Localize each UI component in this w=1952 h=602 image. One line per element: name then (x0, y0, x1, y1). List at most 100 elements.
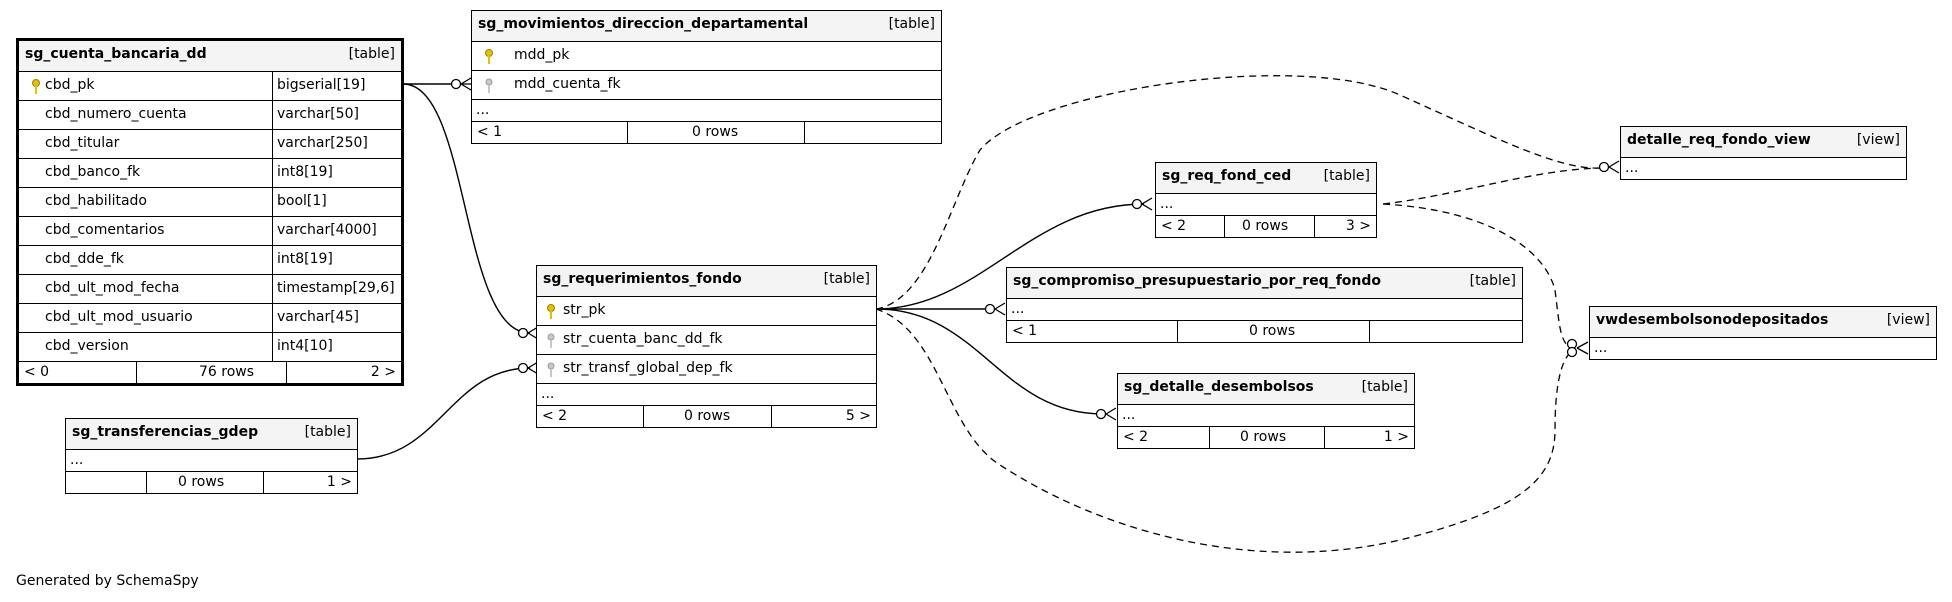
column-row[interactable]: str_transf_global_dep_fk (537, 354, 876, 383)
edge-requerimientos-detalle (875, 308, 1104, 415)
edge-marker (984, 303, 996, 315)
row-count: 0 rows (1240, 429, 1287, 445)
column-name: cbd_habilitado (45, 193, 147, 209)
column-type: varchar[4000] (277, 222, 377, 238)
column-row[interactable]: str_cuenta_banc_dd_fk (537, 325, 876, 354)
parents-count[interactable]: < 1 (1012, 323, 1038, 339)
table-sg-req-fond-ced[interactable]: sg_req_fond_ced[table] ... < 2 0 rows 3 … (1155, 162, 1377, 238)
more-columns[interactable]: ... (1156, 193, 1376, 215)
column-type: bigserial[19] (277, 77, 366, 93)
table-footer: < 0 76 rows 2 > (19, 361, 401, 383)
column-row[interactable]: cbd_pk bigserial[19] (19, 71, 401, 100)
column-name: cbd_ult_mod_usuario (45, 309, 193, 325)
crow-foot (1608, 160, 1620, 174)
column-name: cbd_numero_cuenta (45, 106, 187, 122)
view-detalle-req-fondo-view[interactable]: detalle_req_fondo_view[view] ... (1620, 126, 1907, 180)
column-row[interactable]: cbd_numero_cuenta varchar[50] (19, 100, 401, 129)
edge-requerimientos-vwdesembolso (875, 308, 1576, 553)
crow-foot (1141, 197, 1153, 211)
foreign-key-icon (547, 362, 555, 377)
column-name: mdd_pk (514, 47, 570, 63)
parents-count[interactable]: < 0 (24, 364, 50, 380)
children-count[interactable]: 2 > (370, 364, 396, 380)
table-footer: 0 rows 1 > (66, 471, 357, 493)
children-count[interactable]: 3 > (1345, 218, 1371, 234)
row-count: 76 rows (199, 364, 255, 380)
table-kind: [view] (1856, 132, 1900, 148)
more-columns[interactable]: ... (66, 449, 357, 471)
table-footer: < 2 0 rows 1 > (1118, 426, 1414, 448)
column-name: cbd_ult_mod_fecha (45, 280, 180, 296)
more-columns[interactable]: ... (1118, 404, 1414, 426)
row-count: 0 rows (692, 124, 739, 140)
table-kind: [table] (1469, 273, 1516, 289)
parents-count[interactable]: < 2 (1123, 429, 1149, 445)
table-sg-detalle-desembolsos[interactable]: sg_detalle_desembolsos[table] ... < 2 0 … (1117, 373, 1415, 449)
parents-count[interactable]: < 2 (542, 408, 568, 424)
table-name: sg_movimientos_direccion_departamental (478, 16, 809, 32)
column-row[interactable]: mdd_cuenta_fk (472, 70, 941, 99)
column-name: mdd_cuenta_fk (514, 76, 621, 92)
column-type: timestamp[29,6] (277, 280, 395, 296)
table-footer: < 1 0 rows (472, 121, 941, 143)
view-vwdesembolsonodepositados[interactable]: vwdesembolsonodepositados [view] ... (1589, 306, 1937, 360)
row-count: 0 rows (684, 408, 731, 424)
column-row[interactable]: cbd_ult_mod_fecha timestamp[29,6] (19, 274, 401, 303)
children-count[interactable]: 1 > (1383, 429, 1409, 445)
edge-marker (1095, 408, 1107, 420)
column-row[interactable]: mdd_pk (472, 41, 941, 70)
column-type: bool[1] (277, 193, 327, 209)
table-kind: [table] (888, 16, 935, 32)
column-type: varchar[50] (277, 106, 359, 122)
row-count: 0 rows (1249, 323, 1296, 339)
table-kind: [view] (1886, 312, 1930, 328)
edge-requerimientos-detalleview (875, 75, 1601, 310)
table-kind: [table] (823, 271, 870, 287)
column-name: str_cuenta_banc_dd_fk (563, 331, 723, 347)
table-kind: [table] (1361, 379, 1408, 395)
table-sg-transferencias-gdep[interactable]: sg_transferencias_gdep[table] ... 0 rows… (65, 418, 358, 494)
more-columns[interactable]: ... (537, 383, 876, 405)
children-count[interactable]: 1 > (326, 474, 352, 490)
table-kind: [table] (304, 424, 351, 440)
more-columns[interactable]: ... (1007, 298, 1522, 320)
table-name: sg_req_fond_ced (1162, 168, 1292, 184)
table-footer: < 1 0 rows (1007, 320, 1522, 342)
more-columns[interactable]: ... (1621, 157, 1906, 179)
column-name: str_pk (563, 302, 606, 318)
primary-key-icon (32, 79, 40, 94)
generated-by-label: Generated by SchemaSpy (16, 573, 199, 589)
table-sg-requerimientos-fondo[interactable]: sg_requerimientos_fondo[table] str_pk st… (536, 265, 877, 428)
primary-key-icon (547, 304, 555, 319)
table-sg-compromiso-presupuestario-por-req-fondo[interactable]: sg_compromiso_presupuestario_por_req_fon… (1006, 267, 1523, 343)
crow-foot (1105, 407, 1117, 421)
edge-marker (1598, 161, 1610, 173)
parents-count[interactable]: < 1 (477, 124, 503, 140)
table-sg-cuenta-bancaria-dd[interactable]: sg_cuenta_bancaria_dd[table] cbd_pk bigs… (16, 38, 404, 386)
table-footer: < 2 0 rows 5 > (537, 405, 876, 427)
more-columns[interactable]: ... (1590, 337, 1936, 359)
edge-reqfond-detalleview (1382, 167, 1601, 205)
edge-requerimientos-reqfond (875, 203, 1145, 310)
column-name: cbd_version (45, 338, 129, 354)
row-count: 0 rows (178, 474, 225, 490)
children-count[interactable]: 5 > (845, 408, 871, 424)
crow-foot (460, 77, 472, 91)
column-name: cbd_pk (45, 77, 95, 93)
edge-cuenta-requerimientos (402, 83, 531, 334)
crow-foot (994, 302, 1006, 316)
column-name: str_transf_global_dep_fk (563, 360, 733, 376)
table-name: vwdesembolsonodepositados (1596, 312, 1829, 328)
more-columns[interactable]: ... (472, 99, 941, 121)
column-row[interactable]: cbd_habilitado bool[1] (19, 187, 401, 216)
column-row[interactable]: str_pk (537, 296, 876, 325)
table-sg-movimientos-direccion-departamental[interactable]: sg_movimientos_direccion_departamental [t… (471, 10, 942, 144)
parents-count[interactable]: < 2 (1161, 218, 1187, 234)
edge-marker (1131, 198, 1143, 210)
